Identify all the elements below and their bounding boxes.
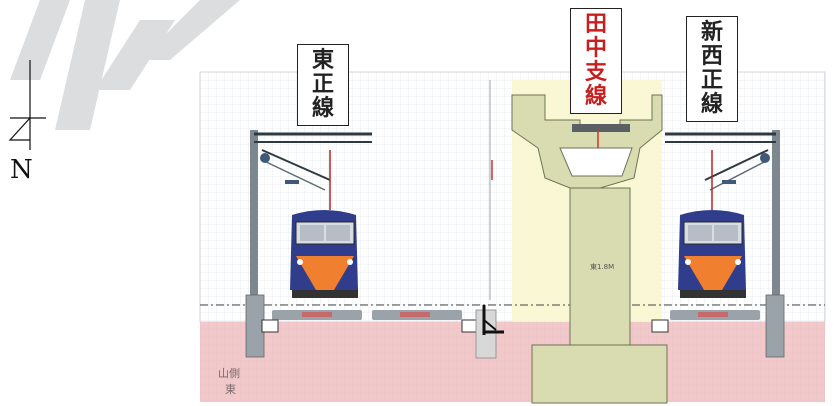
label-char: 中: [584, 36, 607, 61]
track-middle: [372, 310, 479, 333]
train-left: [290, 210, 358, 298]
label-char: 支: [584, 60, 607, 85]
label-char: 線: [700, 92, 723, 117]
east-main-line-section: [245, 130, 372, 358]
label-char: 新: [700, 20, 723, 45]
label-char: 線: [584, 84, 607, 109]
catenary-pole-right: [772, 130, 780, 355]
corner-label-line1: 山側: [218, 367, 240, 380]
north-label: N: [10, 155, 33, 185]
label-char: 田: [584, 12, 607, 37]
xinxi-main-line-section: [651, 130, 785, 358]
watermark: [10, 0, 240, 130]
drainage-structure: [475, 80, 504, 359]
viaduct: [511, 94, 668, 404]
label-xinxi-main-line: 新 西 正 線: [686, 16, 738, 122]
pier-tag: 東1.8M: [590, 263, 615, 271]
label-char: 西: [700, 44, 723, 69]
label-char: 正: [311, 72, 334, 97]
label-char: 東: [311, 48, 334, 73]
label-char: 線: [311, 96, 334, 121]
label-east-main-line: 東 正 線: [297, 44, 349, 126]
north-arrow-icon: [8, 60, 46, 150]
label-char: 正: [700, 68, 723, 93]
train-right: [678, 210, 746, 298]
pier-footing: [531, 344, 668, 404]
label-tianzhong-branch: 田 中 支 線: [570, 8, 622, 114]
corner-label-line2: 東: [225, 383, 236, 396]
pier-column: [569, 187, 631, 349]
catenary-pole-left: [250, 130, 258, 355]
